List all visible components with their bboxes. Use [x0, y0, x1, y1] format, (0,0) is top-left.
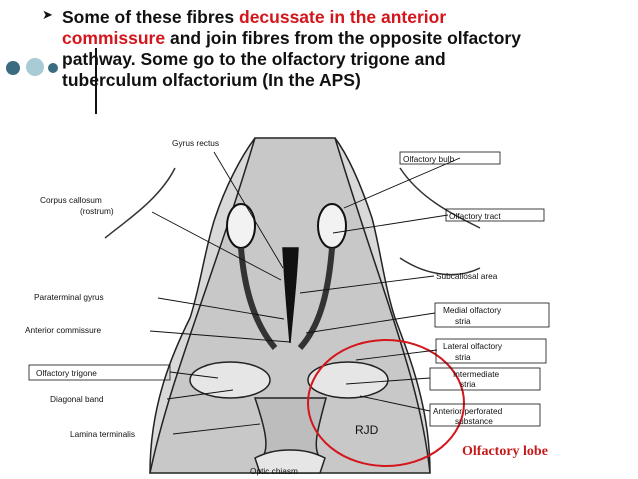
highlight-text: decussate in the anterior — [239, 7, 447, 27]
left-olfactory-bulb — [226, 203, 256, 249]
bullet-line-2: commissure and join fibres from the oppo… — [62, 28, 622, 49]
label-intermediate-stria: Intermediate — [453, 369, 500, 379]
label-olfactory-bulb: Olfactory bulb — [403, 154, 455, 164]
highlight-text: commissure — [62, 28, 166, 48]
label-boxes — [28, 151, 550, 427]
label-olfactory-lobe: Olfactory lobe — [462, 444, 548, 459]
bullet-line-1: Some of these fibres decussate in the an… — [62, 7, 622, 28]
bullet-line-4: tuberculum olfactorium (In the APS) — [62, 70, 361, 90]
label-olfactory-tract: Olfactory tract — [449, 211, 501, 221]
decorative-dots — [6, 57, 60, 81]
label-anterior-perforated: Anterior perforated — [433, 406, 503, 416]
label-paraterminal-gyrus: Paraterminal gyrus — [34, 292, 104, 302]
label-corpus-callosum: Corpus callosum — [40, 195, 102, 205]
dot-light-icon — [26, 58, 44, 76]
divider-line — [95, 48, 97, 114]
dot-dark-icon — [6, 61, 20, 75]
text-segment: Some of these fibres — [62, 7, 239, 27]
label-intermediate-stria-2: stria — [460, 379, 476, 389]
dot-small-icon — [48, 63, 58, 73]
bullet-text: Some of these fibres decussate in the an… — [62, 7, 622, 91]
label-optic-chiasm: Optic chiasm — [250, 466, 298, 476]
label-lamina-terminalis: Lamina terminalis — [70, 429, 135, 439]
bullet-line-3: pathway. Some go to the olfactory trigon… — [62, 49, 446, 69]
label-lateral-stria: Lateral olfactory — [443, 341, 503, 351]
label-corpus-callosum-rostrum: (rostrum) — [80, 206, 114, 216]
text-segment: and join fibres from the opposite olfact… — [165, 28, 521, 48]
olfactory-diagram: Gyrus rectus Olfactory bulb Corpus callo… — [25, 137, 550, 476]
label-lateral-stria-2: stria — [455, 352, 471, 362]
olfactory-lobe-highlight — [307, 339, 465, 467]
label-diagonal-band: Diagonal band — [50, 394, 104, 404]
label-subcallosal-area: Subcallosal area — [436, 271, 498, 281]
label-medial-stria: Medial olfactory — [443, 305, 502, 315]
label-medial-stria-2: stria — [455, 316, 471, 326]
arrow-bullet-icon: ➤ — [42, 7, 53, 22]
label-anterior-perforated-2: substance — [455, 416, 493, 426]
leader-lines — [149, 151, 461, 435]
right-olfactory-bulb — [317, 203, 347, 249]
label-anterior-commissure: Anterior commissure — [25, 325, 101, 335]
label-rjd: RJD — [355, 423, 379, 437]
label-gyrus-rectus: Gyrus rectus — [172, 138, 219, 148]
label-olfactory-trigone: Olfactory trigone — [36, 368, 97, 378]
brain-drawing — [104, 137, 481, 474]
